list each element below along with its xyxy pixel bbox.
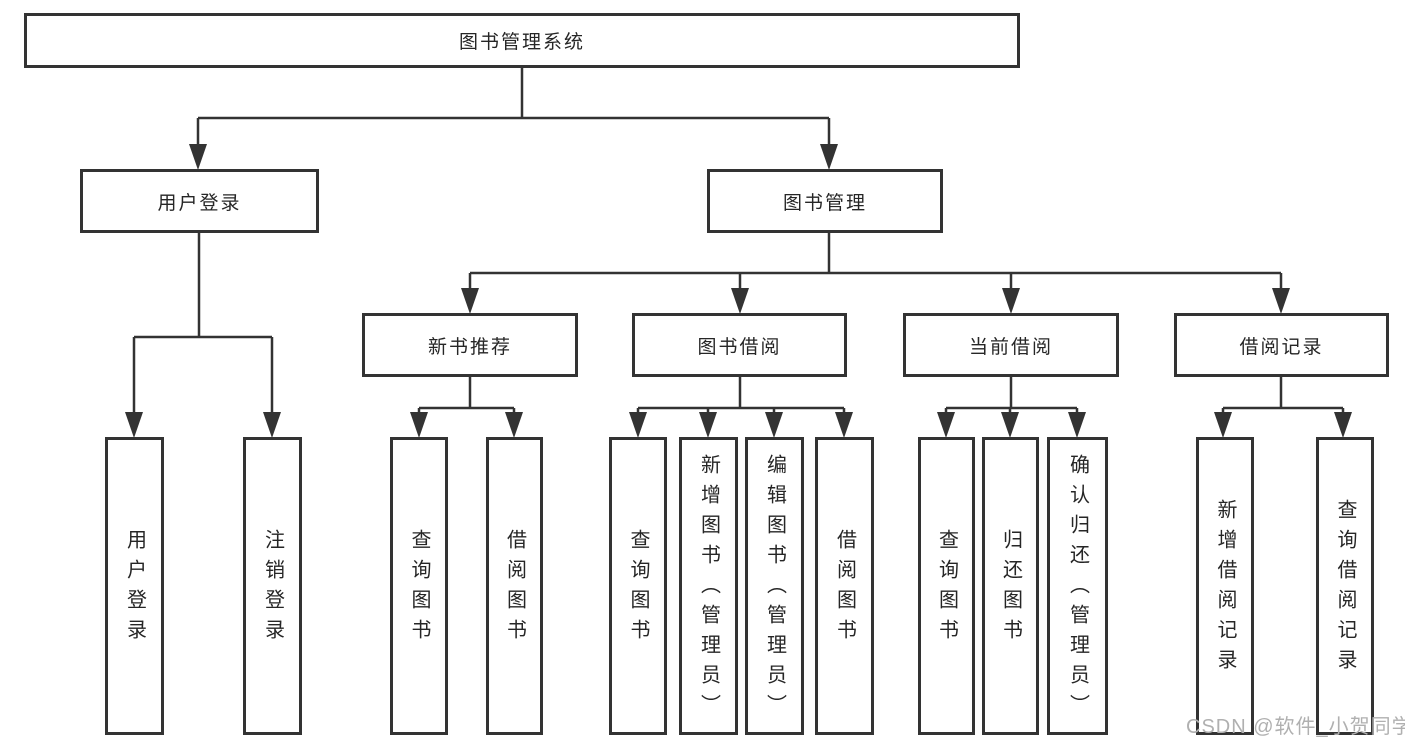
node-library-management-system: 图书管理系统 [24,13,1020,68]
arrowhead-icons [125,144,1352,438]
leaf-confirm-return-admin: 确认归还（管理员） [1047,437,1108,735]
node-label: 图书管理 [782,192,867,214]
node-label: 借阅记录 [1239,336,1324,358]
node-label: 查询借阅记录 [1334,499,1356,679]
node-label: 查询图书 [935,529,958,649]
node-label: 新增图书（管理员） [697,454,720,724]
node-label: 查询图书 [627,529,649,649]
node-new-book-recommendation: 新书推荐 [362,313,578,377]
node-label: 归还图书 [999,529,1022,649]
leaf-user-login: 用户登录 [105,437,164,735]
node-label: 图书借阅 [697,336,782,358]
leaf-logout: 注销登录 [243,437,302,735]
leaf-edit-books-admin: 编辑图书（管理员） [745,437,804,735]
node-label: 借阅图书 [503,529,526,649]
leaf-query-books-borrow: 查询图书 [609,437,667,735]
node-label: 确认归还（管理员） [1066,454,1089,724]
leaf-borrow-books-recommend: 借阅图书 [486,437,543,735]
node-label: 借阅图书 [833,529,856,649]
leaf-query-books-recommend: 查询图书 [390,437,448,735]
leaf-return-books: 归还图书 [982,437,1039,735]
node-label: 用户登录 [123,529,146,649]
leaf-borrow-books: 借阅图书 [815,437,874,735]
node-book-borrowing: 图书借阅 [632,313,847,377]
leaf-add-borrow-record: 新增借阅记录 [1196,437,1254,735]
node-label: 当前借阅 [968,336,1053,358]
leaf-add-books-admin: 新增图书（管理员） [679,437,738,735]
node-book-management: 图书管理 [707,169,943,233]
node-label: 注销登录 [261,529,284,649]
node-label: 编辑图书（管理员） [763,454,786,724]
node-label: 查询图书 [408,529,430,649]
node-label: 用户登录 [157,192,242,214]
node-label: 新书推荐 [427,336,512,358]
node-current-borrowing: 当前借阅 [903,313,1119,377]
node-label: 图书管理系统 [458,32,585,53]
csdn-watermark: CSDN @软件_小贺同学 [1186,716,1405,738]
node-borrowing-records: 借阅记录 [1174,313,1389,377]
node-label: 新增借阅记录 [1214,499,1236,679]
leaf-query-books-current: 查询图书 [918,437,975,735]
node-user-login: 用户登录 [80,169,319,233]
leaf-query-borrow-record: 查询借阅记录 [1316,437,1374,735]
